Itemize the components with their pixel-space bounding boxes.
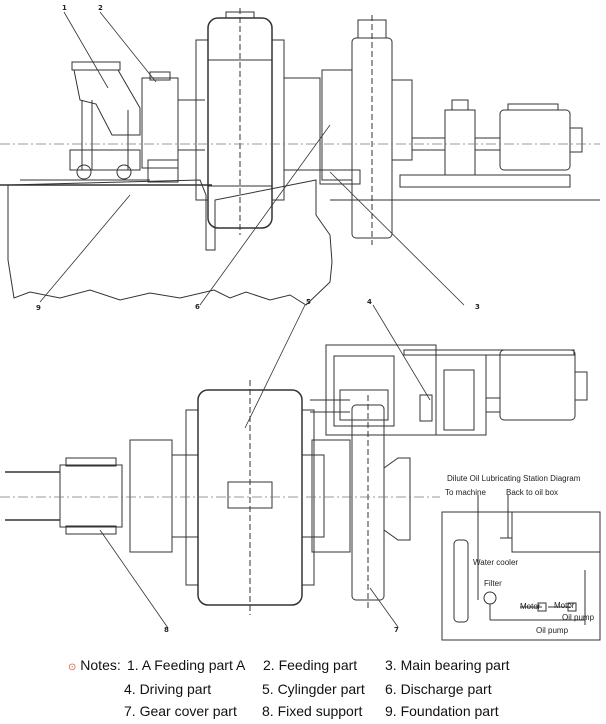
gear-cover xyxy=(351,15,413,245)
drive-plan xyxy=(310,344,588,436)
callout-1: 1 xyxy=(62,4,67,12)
lube-filter: Filter xyxy=(484,579,502,588)
lube-to-machine: To machine xyxy=(445,488,486,497)
callout-2: 2 xyxy=(98,4,103,12)
top-leaders xyxy=(39,11,465,306)
callout-3: 3 xyxy=(475,303,480,311)
notes-legend: ⊙ Notes: 1. A Feeding part A 2. Feeding … xyxy=(0,651,606,724)
foundation-outline xyxy=(7,179,333,306)
lube-motor-1: Motor xyxy=(520,602,541,611)
callout-7: 7 xyxy=(394,626,399,634)
notes-bullet-icon: ⊙ xyxy=(68,662,77,673)
gear-cover-plan xyxy=(351,395,411,610)
lube-water-cooler: Water cooler xyxy=(473,558,518,567)
note-item: 5. Cylingder part xyxy=(262,681,365,697)
callout-9: 9 xyxy=(36,304,41,312)
lube-title: Dilute Oil Lubricating Station Diagram xyxy=(447,474,581,483)
callout-6: 6 xyxy=(195,303,200,311)
feeding-part xyxy=(141,71,205,183)
lube-oil-pump-2: Oil pump xyxy=(562,613,595,622)
ball-mill-drawing: 1 2 3 6 9 5 4 8 7 Dilute Oil Lubricating… xyxy=(0,4,601,641)
note-item: 3. Main bearing part xyxy=(385,657,510,673)
lube-oil-pump-1: Oil pump xyxy=(536,626,569,635)
feeding-part-a xyxy=(20,61,150,181)
cylinder-part xyxy=(195,8,285,235)
cylinder-plan xyxy=(185,380,315,615)
note-item: 9. Foundation part xyxy=(385,703,499,719)
note-item: 7. Gear cover part xyxy=(124,703,237,719)
lube-back-to-oil-box: Back to oil box xyxy=(506,488,558,497)
callout-4: 4 xyxy=(367,298,372,306)
note-item: 4. Driving part xyxy=(124,681,212,697)
elevation-view xyxy=(0,8,600,306)
note-item: 2. Feeding part xyxy=(263,657,358,673)
lube-motor-2: Motor xyxy=(554,601,575,610)
notes-heading: ⊙ Notes: xyxy=(68,657,121,673)
note-item: 1. A Feeding part A xyxy=(127,657,246,673)
notes-prefix: Notes: xyxy=(80,657,121,673)
discharge-part xyxy=(283,69,361,185)
bearing-right-plan xyxy=(311,439,351,553)
callout-8: 8 xyxy=(164,626,169,634)
note-item: 8. Fixed support xyxy=(262,703,363,719)
plan-view xyxy=(0,344,588,615)
bottom-leaders xyxy=(99,304,431,629)
feed-chute-plan xyxy=(5,457,123,535)
driving-part-elev xyxy=(399,99,583,188)
note-item: 6. Discharge part xyxy=(385,681,492,697)
bearing-left-plan xyxy=(129,439,173,553)
lube-station-diagram xyxy=(441,495,601,641)
callout-5: 5 xyxy=(306,298,311,306)
